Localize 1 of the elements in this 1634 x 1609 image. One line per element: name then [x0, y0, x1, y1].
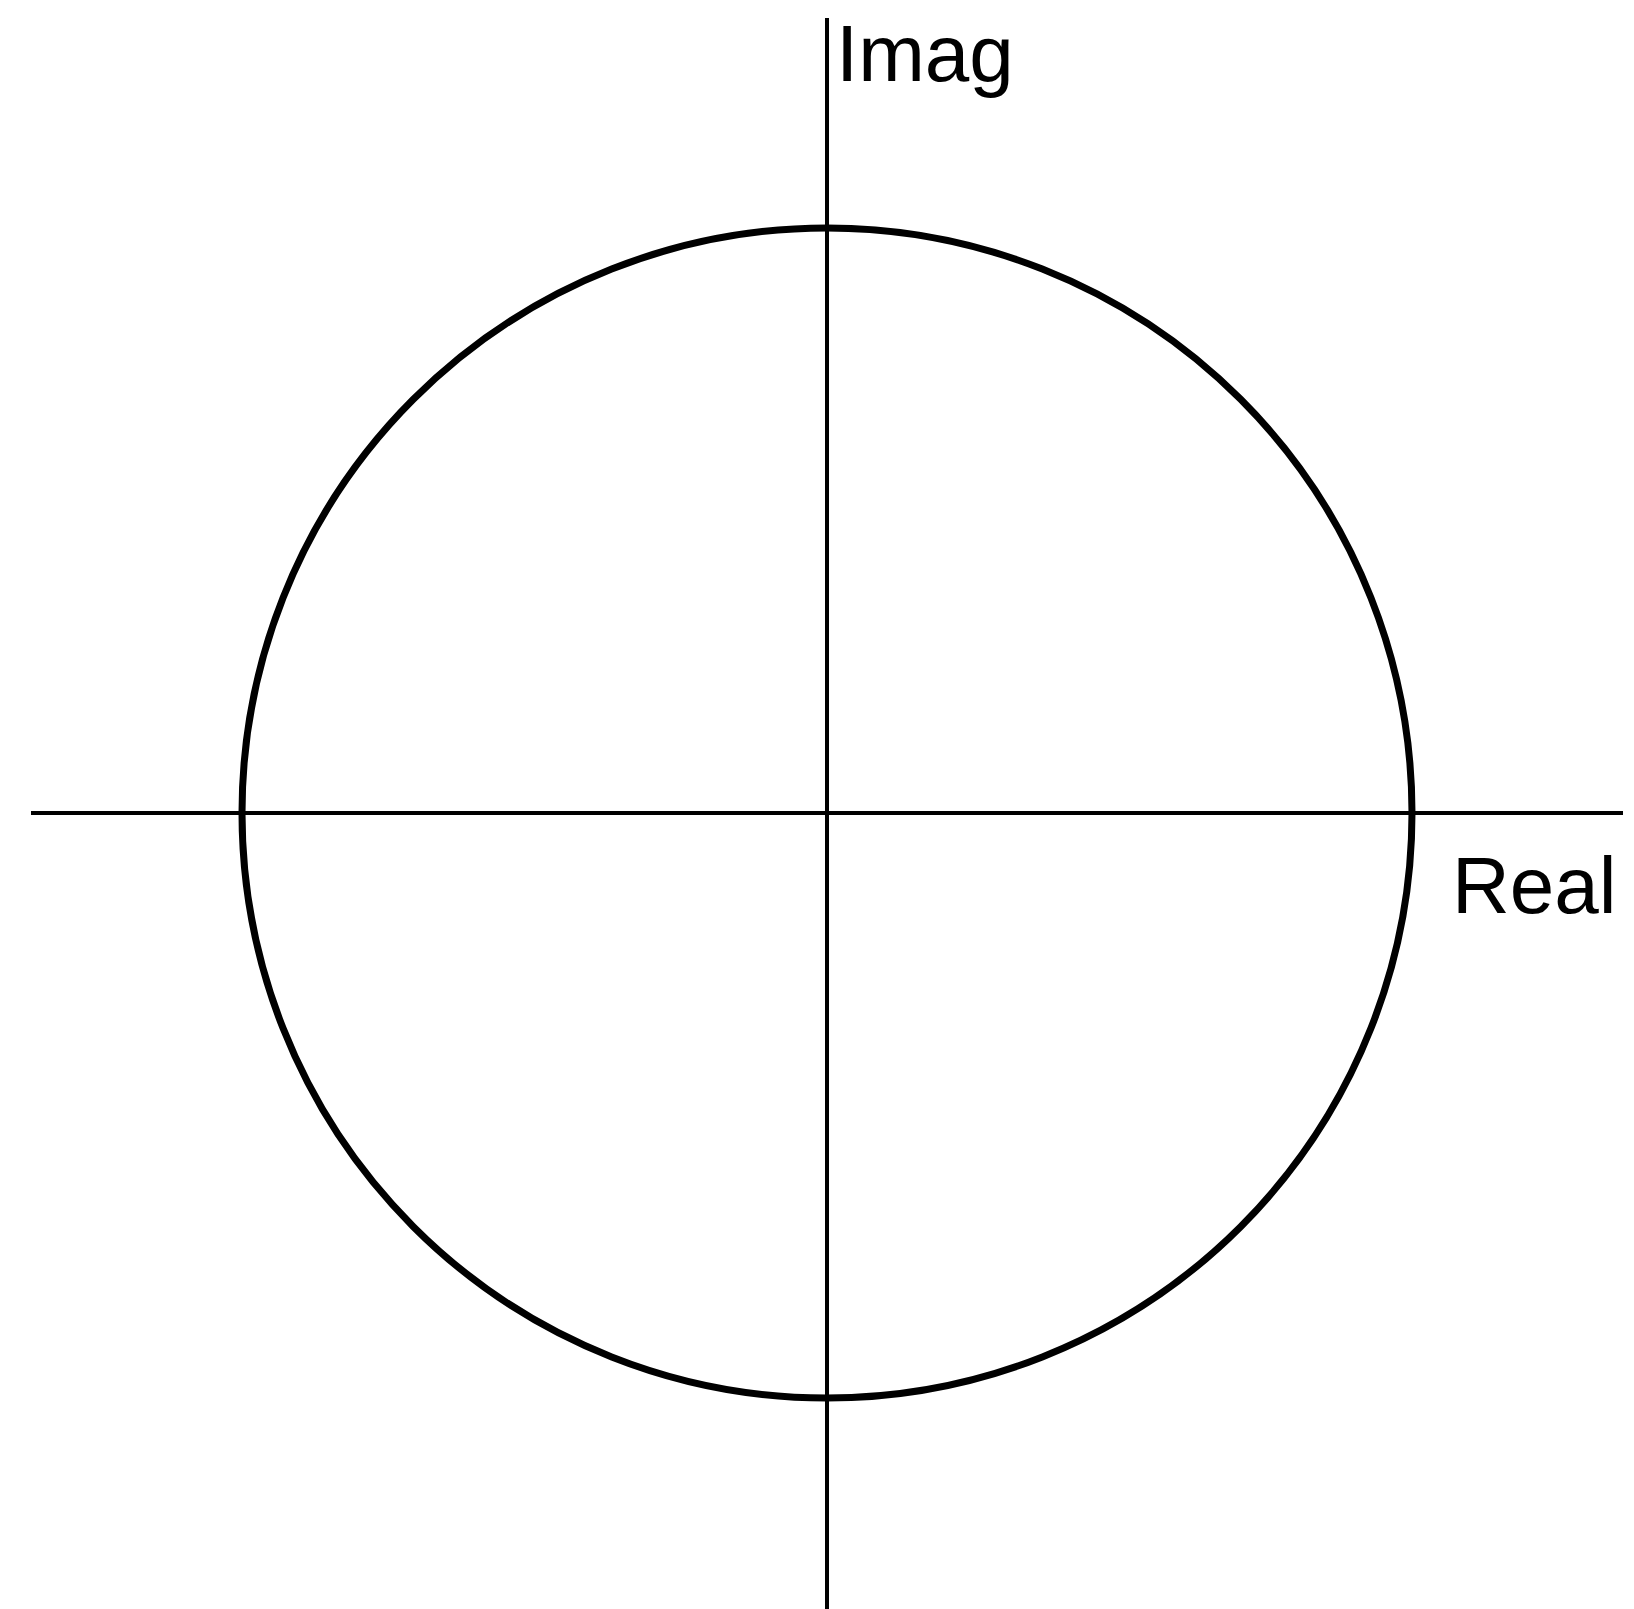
axis-label: Real	[1452, 846, 1617, 926]
